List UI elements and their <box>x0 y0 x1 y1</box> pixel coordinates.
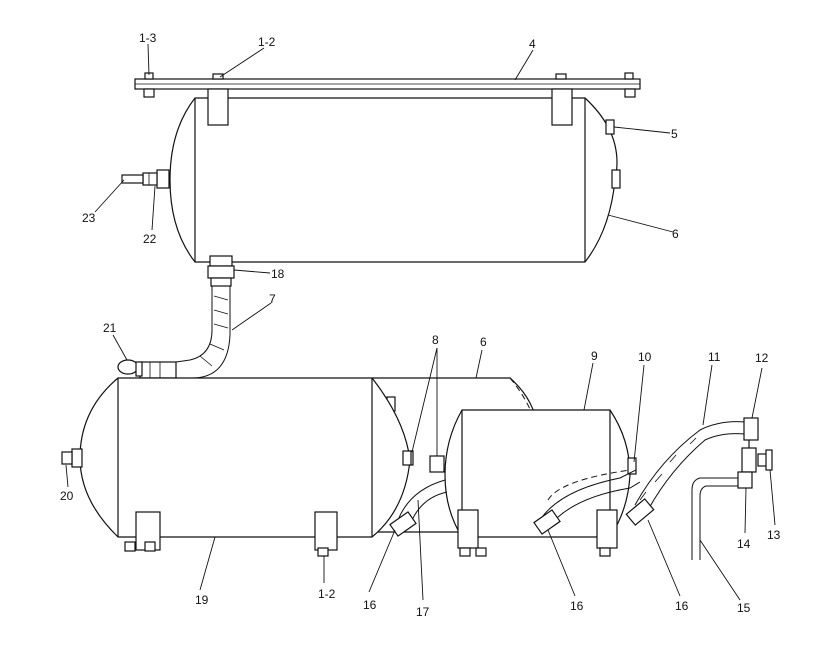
callout-23: 23 <box>82 211 96 225</box>
callout-labels: 1-3 1-2 4 5 6 23 22 18 7 21 8 6 9 10 11 … <box>60 31 781 619</box>
hose-16-right-and-11 <box>625 421 746 526</box>
hose-16-left <box>389 479 448 537</box>
callout-18: 18 <box>271 267 285 281</box>
hose-16-middle <box>533 469 641 535</box>
callout-15: 15 <box>737 601 751 615</box>
callout-17: 17 <box>416 605 430 619</box>
callout-7: 7 <box>269 292 276 306</box>
callout-10: 10 <box>638 350 652 364</box>
callout-4: 4 <box>529 37 536 51</box>
callout-13: 13 <box>767 528 781 542</box>
callout-8: 8 <box>432 333 439 347</box>
callout-16-b: 16 <box>570 599 584 613</box>
leader-lines <box>65 43 776 601</box>
callout-5: 5 <box>671 127 678 141</box>
callout-14: 14 <box>737 537 751 551</box>
hose-7 <box>139 286 231 379</box>
callout-11: 11 <box>708 350 721 364</box>
top-air-tank <box>121 88 621 287</box>
callout-6-mid: 6 <box>480 335 487 349</box>
valve-assembly <box>691 417 773 560</box>
callout-16-c: 16 <box>675 599 689 613</box>
callout-19: 19 <box>195 593 209 607</box>
callout-1-2-top: 1-2 <box>258 35 276 49</box>
callout-21: 21 <box>103 321 117 335</box>
callout-1-3: 1-3 <box>139 31 157 45</box>
callout-1-2-bottom: 1-2 <box>318 587 336 601</box>
bottom-left-air-tank <box>61 359 412 557</box>
mounting-plate <box>134 72 641 98</box>
small-air-tank <box>429 409 637 557</box>
callout-6-top: 6 <box>672 227 679 241</box>
callout-20: 20 <box>60 489 74 503</box>
callout-22: 22 <box>143 232 157 246</box>
callout-12: 12 <box>755 351 769 365</box>
callout-16-a: 16 <box>363 598 377 612</box>
callout-9: 9 <box>591 349 598 363</box>
